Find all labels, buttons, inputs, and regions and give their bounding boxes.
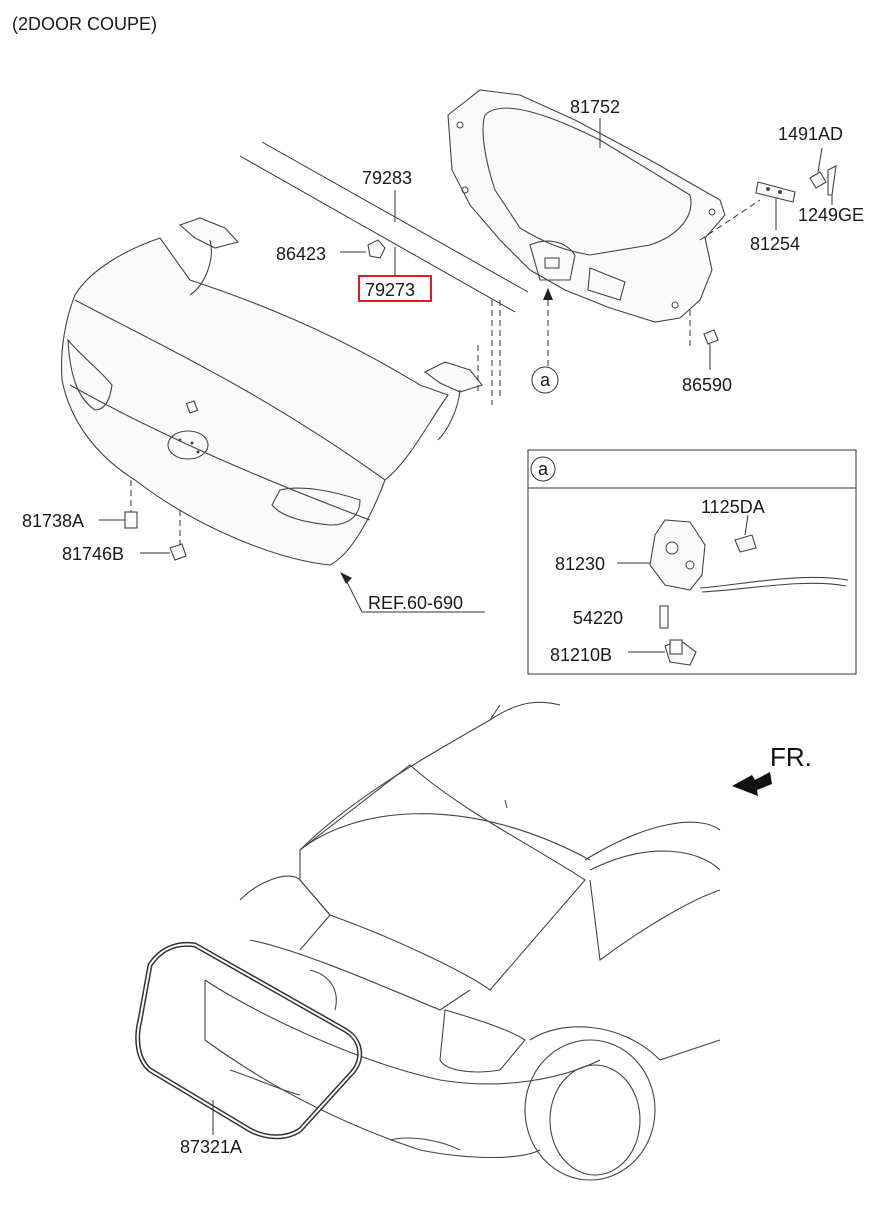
label-1491AD: 1491AD [778, 124, 843, 144]
car-body [204, 701, 721, 1181]
callout-marker-label: a [540, 370, 551, 390]
front-label: FR. [770, 742, 812, 772]
front-direction-indicator: FR. [732, 742, 812, 796]
label-81210B: 81210B [550, 645, 612, 665]
trunk-lid [61, 217, 483, 566]
label-81254: 81254 [750, 234, 800, 254]
stopper-parts [99, 480, 187, 561]
trim-panel [447, 89, 761, 366]
ref-arrow [340, 572, 485, 613]
callout-marker [531, 366, 559, 394]
label-1125DA: 1125DA [701, 497, 765, 517]
detail-box [527, 449, 857, 675]
label-54220: 54220 [573, 608, 623, 628]
label-79283: 79283 [362, 168, 412, 188]
label-81230: 81230 [555, 554, 605, 574]
label-ref: REF.60-690 [368, 593, 463, 613]
label-86423: 86423 [276, 244, 326, 264]
variant-title: (2DOOR COUPE) [12, 14, 157, 34]
latch-assembly [617, 514, 849, 666]
highlight-box [358, 275, 432, 302]
label-86590: 86590 [682, 375, 732, 395]
detail-marker-label: a [538, 459, 549, 479]
detail-marker [530, 456, 556, 482]
gas-struts [239, 141, 529, 405]
screw-86590 [703, 329, 719, 370]
weatherstrip [135, 941, 362, 1140]
label-87321A: 87321A [180, 1137, 242, 1157]
label-81746B: 81746B [62, 544, 124, 564]
label-1249GE: 1249GE [798, 205, 864, 225]
label-81738A: 81738A [22, 511, 84, 531]
clip-86423 [340, 239, 386, 259]
label-79273: 79273 [365, 280, 415, 300]
bracket-81254 [755, 147, 837, 230]
label-81752: 81752 [570, 97, 620, 117]
